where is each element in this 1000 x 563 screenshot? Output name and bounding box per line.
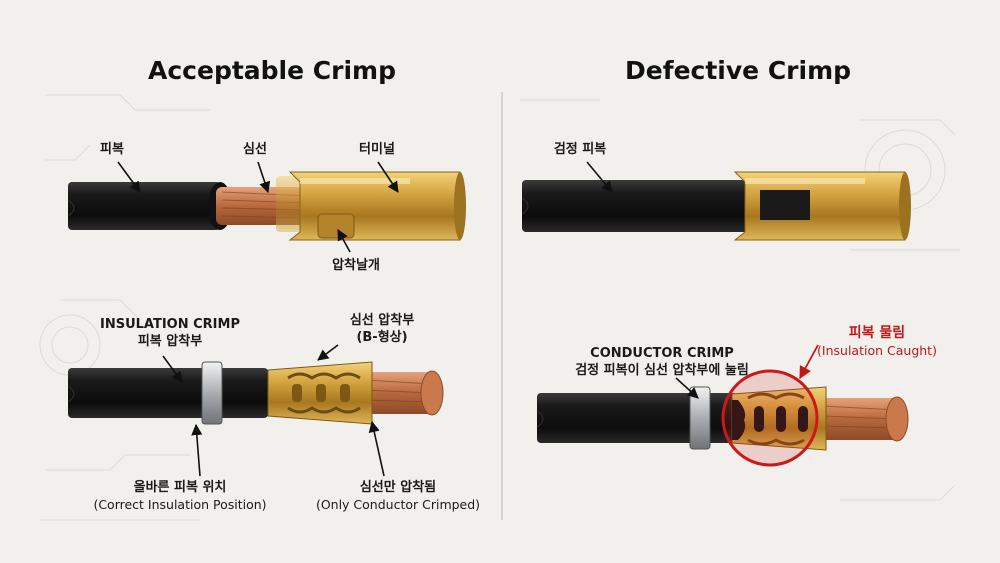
terminal-right-top <box>733 171 911 241</box>
defect-highlight-circle <box>721 369 819 467</box>
label-only-conductor: 심선만 압착됨 (Only Conductor Crimped) <box>315 480 481 512</box>
core-wire-right-bottom <box>818 396 909 442</box>
insulation-caught-arrow <box>799 344 819 380</box>
label-core-crimp: 심선 압착부 (B-형상) <box>349 313 415 345</box>
cable-right-bottom <box>536 393 737 443</box>
label-insulation: 피복 <box>100 142 124 157</box>
label-insulation-caught: 피복 물림 (Insulation Caught) <box>817 325 937 358</box>
label-crimp-wing: 압착날개 <box>332 258 380 273</box>
insulation-ferrule-right <box>689 386 711 450</box>
label-black-insulation: 검정 피복 <box>553 142 607 157</box>
title-defective: Defective Crimp <box>624 56 852 85</box>
label-correct-position: 올바른 피복 위치 (Correct Insulation Position) <box>93 480 267 512</box>
cable-right-top <box>521 180 752 232</box>
label-core: 심선 <box>243 142 267 157</box>
title-acceptable: Acceptable Crimp <box>148 56 396 85</box>
label-arrows <box>117 161 699 477</box>
insulation-ferrule-left <box>201 361 223 425</box>
terminal-left-top <box>276 171 466 241</box>
label-insulation-crimp: INSULATION CRIMP 피복 압착부 <box>100 317 240 349</box>
conductor-crimp-left <box>267 361 373 425</box>
label-terminal: 터미널 <box>359 142 395 157</box>
cable-left-bottom <box>67 368 268 418</box>
core-wire-left-bottom <box>360 370 444 416</box>
conductor-crimp-right <box>731 386 827 451</box>
cable-left-top <box>67 182 232 230</box>
label-conductor-crimp: CONDUCTOR CRIMP 검정 피복이 심선 압착부에 눌림 <box>575 346 749 378</box>
background-pattern <box>39 94 960 521</box>
